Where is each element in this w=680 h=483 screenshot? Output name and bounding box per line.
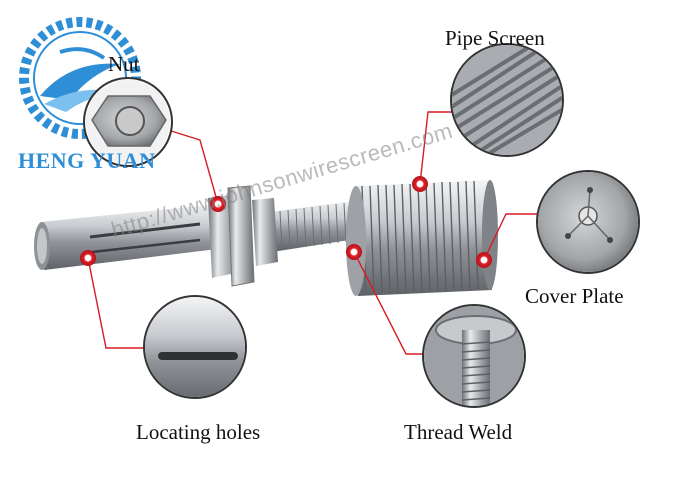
- marker-pipe-screen: [412, 176, 428, 192]
- threaded-stem: [270, 200, 362, 252]
- label-nut: Nut: [108, 52, 140, 76]
- label-thread-weld: Thread Weld: [404, 420, 513, 444]
- marker-thread-weld: [346, 244, 362, 260]
- detail-cover-plate: [536, 170, 640, 274]
- label-locating-holes: Locating holes: [136, 420, 261, 444]
- callout-markers: [80, 176, 492, 268]
- nut-part: [208, 185, 278, 287]
- detail-nut: [83, 77, 173, 167]
- nozzle-assembly: [34, 180, 498, 296]
- brand-name: HENG YUAN: [18, 148, 156, 173]
- detail-thread-weld: [422, 304, 526, 408]
- detail-locating-holes: [143, 295, 247, 399]
- pipe-screen-part: [346, 180, 498, 296]
- marker-nut: [210, 196, 226, 212]
- callout-lines: [87, 111, 542, 355]
- marker-cover-plate: [476, 252, 492, 268]
- label-pipe-screen: Pipe Screen: [445, 26, 545, 50]
- marker-locating-holes: [80, 250, 96, 266]
- label-cover-plate: Cover Plate: [525, 284, 624, 308]
- detail-pipe-screen: [450, 43, 564, 157]
